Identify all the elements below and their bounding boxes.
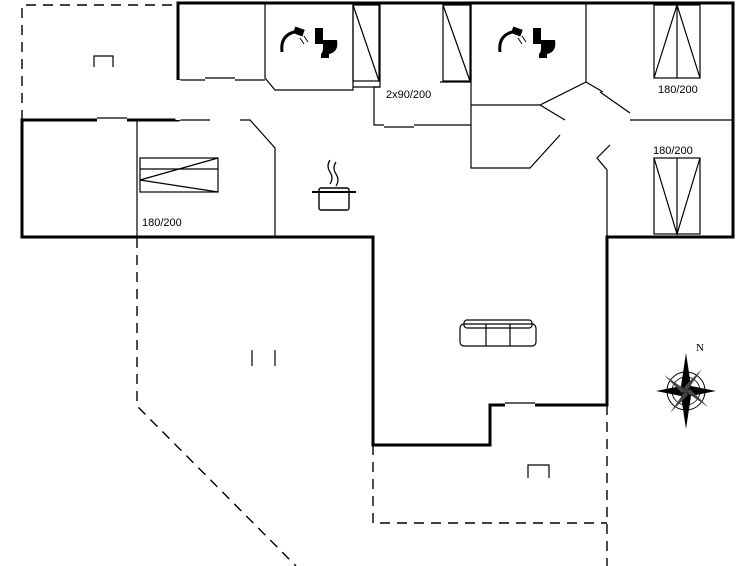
compass-rose-icon: N: [656, 342, 716, 429]
exterior-walls: [20, 1, 735, 447]
sofa-icon: [459, 319, 537, 347]
bed-east: [653, 157, 701, 237]
bed-center-right: [442, 4, 471, 82]
kitchen-pot-icon: [312, 159, 356, 211]
toilet-icon: [315, 28, 338, 58]
terrace-chair-icon: [527, 464, 550, 478]
bed-west: [139, 157, 219, 193]
terrace-south: [372, 405, 608, 566]
shower-icon: [280, 26, 309, 53]
terrace-chair-icon: [251, 350, 276, 366]
bed-center-left: [352, 4, 380, 82]
terrace-northwest: [21, 4, 179, 120]
openings: [97, 77, 535, 408]
compass-north-label: N: [696, 342, 704, 354]
bed-size-label-east: 180/200: [653, 145, 693, 157]
bed-northeast: [653, 3, 701, 79]
bed-size-label-center: 2x90/200: [386, 89, 431, 101]
terrace-southwest: [136, 238, 297, 566]
terrace-chair-icon: [93, 55, 114, 67]
toilet-icon: [533, 28, 556, 58]
bed-size-label-northeast: 180/200: [658, 84, 698, 96]
shower-icon: [498, 26, 527, 53]
bed-size-label-west: 180/200: [142, 217, 182, 229]
